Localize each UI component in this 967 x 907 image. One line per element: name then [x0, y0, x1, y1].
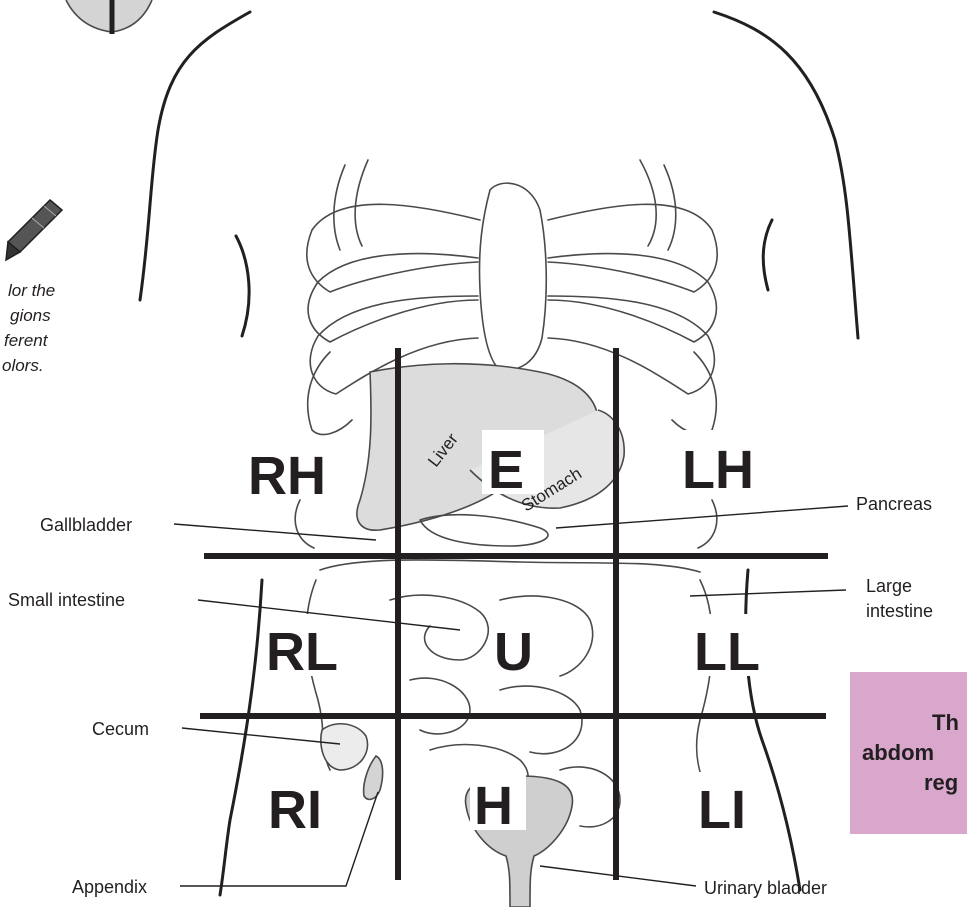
region-label-li: LI	[698, 780, 746, 840]
info-box-line-1: Th	[932, 710, 959, 735]
region-label-rh: RH	[248, 446, 326, 506]
label-gallbladder: Gallbladder	[40, 515, 132, 535]
leader-pancreas	[556, 506, 848, 528]
region-label-lh: LH	[682, 440, 754, 500]
label-large-intestine-line2: intestine	[866, 601, 933, 621]
coloring-note: lor the gions ferent olors.	[2, 281, 55, 375]
leader-gallbladder	[174, 524, 376, 540]
crayon-icon	[6, 200, 62, 260]
note-line-2: gions	[10, 306, 51, 325]
label-large-intestine-line1: Large	[866, 576, 912, 596]
note-line-3: ferent	[4, 331, 49, 350]
region-label-ll: LL	[694, 622, 760, 682]
label-pancreas: Pancreas	[856, 494, 932, 514]
label-urinary-bladder: Urinary bladder	[704, 878, 827, 898]
region-label-ri: RI	[268, 780, 322, 840]
note-line-1: lor the	[8, 281, 55, 300]
top-bladder-fragment	[66, 0, 152, 34]
info-box-line-3: reg	[924, 770, 958, 795]
info-box-line-2: abdom	[862, 740, 934, 765]
note-line-4: olors.	[2, 356, 44, 375]
info-box: Th abdom reg	[850, 672, 967, 834]
region-label-e: E	[488, 440, 524, 500]
region-label-h: H	[474, 776, 513, 836]
label-appendix: Appendix	[72, 877, 147, 897]
leader-large-intestine	[690, 590, 846, 596]
leader-cecum	[182, 728, 340, 744]
region-label-u: U	[494, 622, 533, 682]
label-cecum: Cecum	[92, 719, 149, 739]
label-small-intestine: Small intestine	[8, 590, 125, 610]
region-label-rl: RL	[266, 622, 338, 682]
